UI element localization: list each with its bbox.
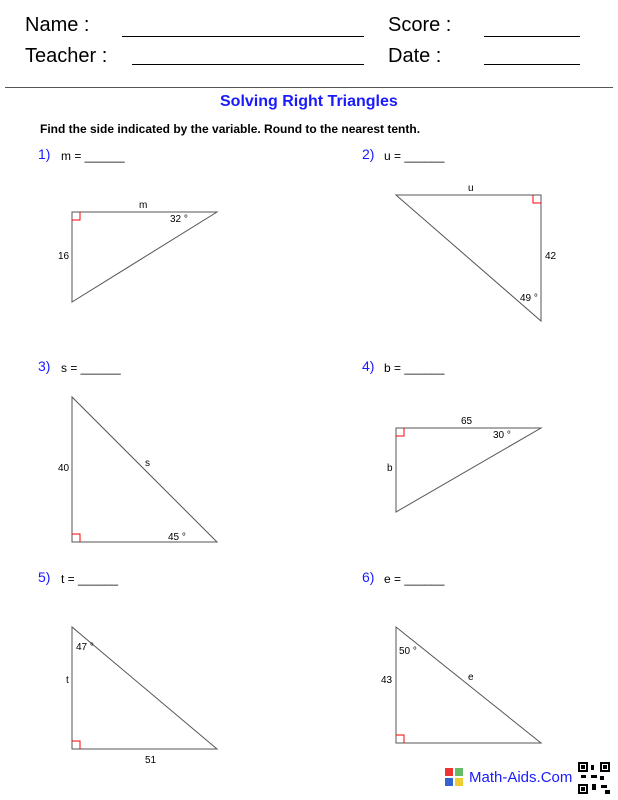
angle-label: 49 °: [520, 293, 538, 304]
triangle-2: [394, 194, 542, 323]
variable-label: m: [139, 200, 147, 211]
worksheet-title: Solving Right Triangles: [220, 93, 398, 110]
answer-prompt[interactable]: m = ______: [61, 149, 125, 163]
right-angle-marker: [72, 740, 81, 749]
answer-prompt[interactable]: t = ______: [61, 572, 119, 586]
variable-label: s: [145, 458, 150, 469]
answer-prompt[interactable]: u = ______: [384, 149, 445, 163]
answer-prompt[interactable]: b = ______: [384, 361, 445, 375]
angle-label: 45 °: [168, 532, 186, 543]
teacher-label: Teacher :: [25, 45, 108, 67]
triangle-5: [71, 625, 219, 750]
side-label: 16: [58, 251, 70, 262]
right-angle-marker: [396, 734, 405, 743]
qr-code-icon: [578, 762, 610, 794]
triangle-3: [71, 395, 219, 543]
problem-number: 1): [38, 146, 51, 162]
answer-prompt[interactable]: s = ______: [61, 361, 121, 375]
score-label: Score :: [388, 14, 452, 36]
side-label: 42: [545, 251, 557, 262]
side-label: 40: [58, 463, 70, 474]
side-label: 51: [145, 755, 157, 766]
name-label: Name :: [25, 14, 90, 36]
triangle-4: [395, 427, 543, 513]
variable-label: u: [468, 183, 474, 194]
side-label: 65: [461, 416, 473, 427]
math-aids-logo-icon: [445, 768, 463, 786]
right-angle-marker: [72, 533, 81, 542]
right-angle-marker: [532, 195, 541, 204]
right-angle-marker: [72, 212, 81, 221]
right-angle-marker: [396, 428, 405, 437]
angle-label: 47 °: [76, 642, 94, 653]
angle-label: 32 °: [170, 214, 188, 225]
variable-label: b: [387, 463, 393, 474]
score-field[interactable]: [484, 36, 580, 37]
side-label: 43: [381, 675, 393, 686]
variable-label: e: [468, 672, 474, 683]
triangle-1: [71, 211, 219, 303]
problem-number: 6): [362, 569, 375, 585]
problem-number: 3): [38, 358, 51, 374]
header-divider: [5, 87, 613, 88]
problem-number: 2): [362, 146, 375, 162]
date-label: Date :: [388, 45, 442, 67]
variable-label: t: [66, 675, 69, 686]
brand-link[interactable]: Math-Aids.Com: [469, 769, 573, 786]
teacher-field[interactable]: [132, 64, 364, 65]
answer-prompt[interactable]: e = ______: [384, 572, 445, 586]
problem-number: 4): [362, 358, 375, 374]
instructions: Find the side indicated by the variable.…: [40, 122, 421, 136]
name-field[interactable]: [122, 36, 364, 37]
angle-label: 50 °: [399, 646, 417, 657]
angle-label: 30 °: [493, 430, 511, 441]
date-field[interactable]: [484, 64, 580, 65]
problem-number: 5): [38, 569, 51, 585]
triangle-6: [395, 625, 543, 744]
